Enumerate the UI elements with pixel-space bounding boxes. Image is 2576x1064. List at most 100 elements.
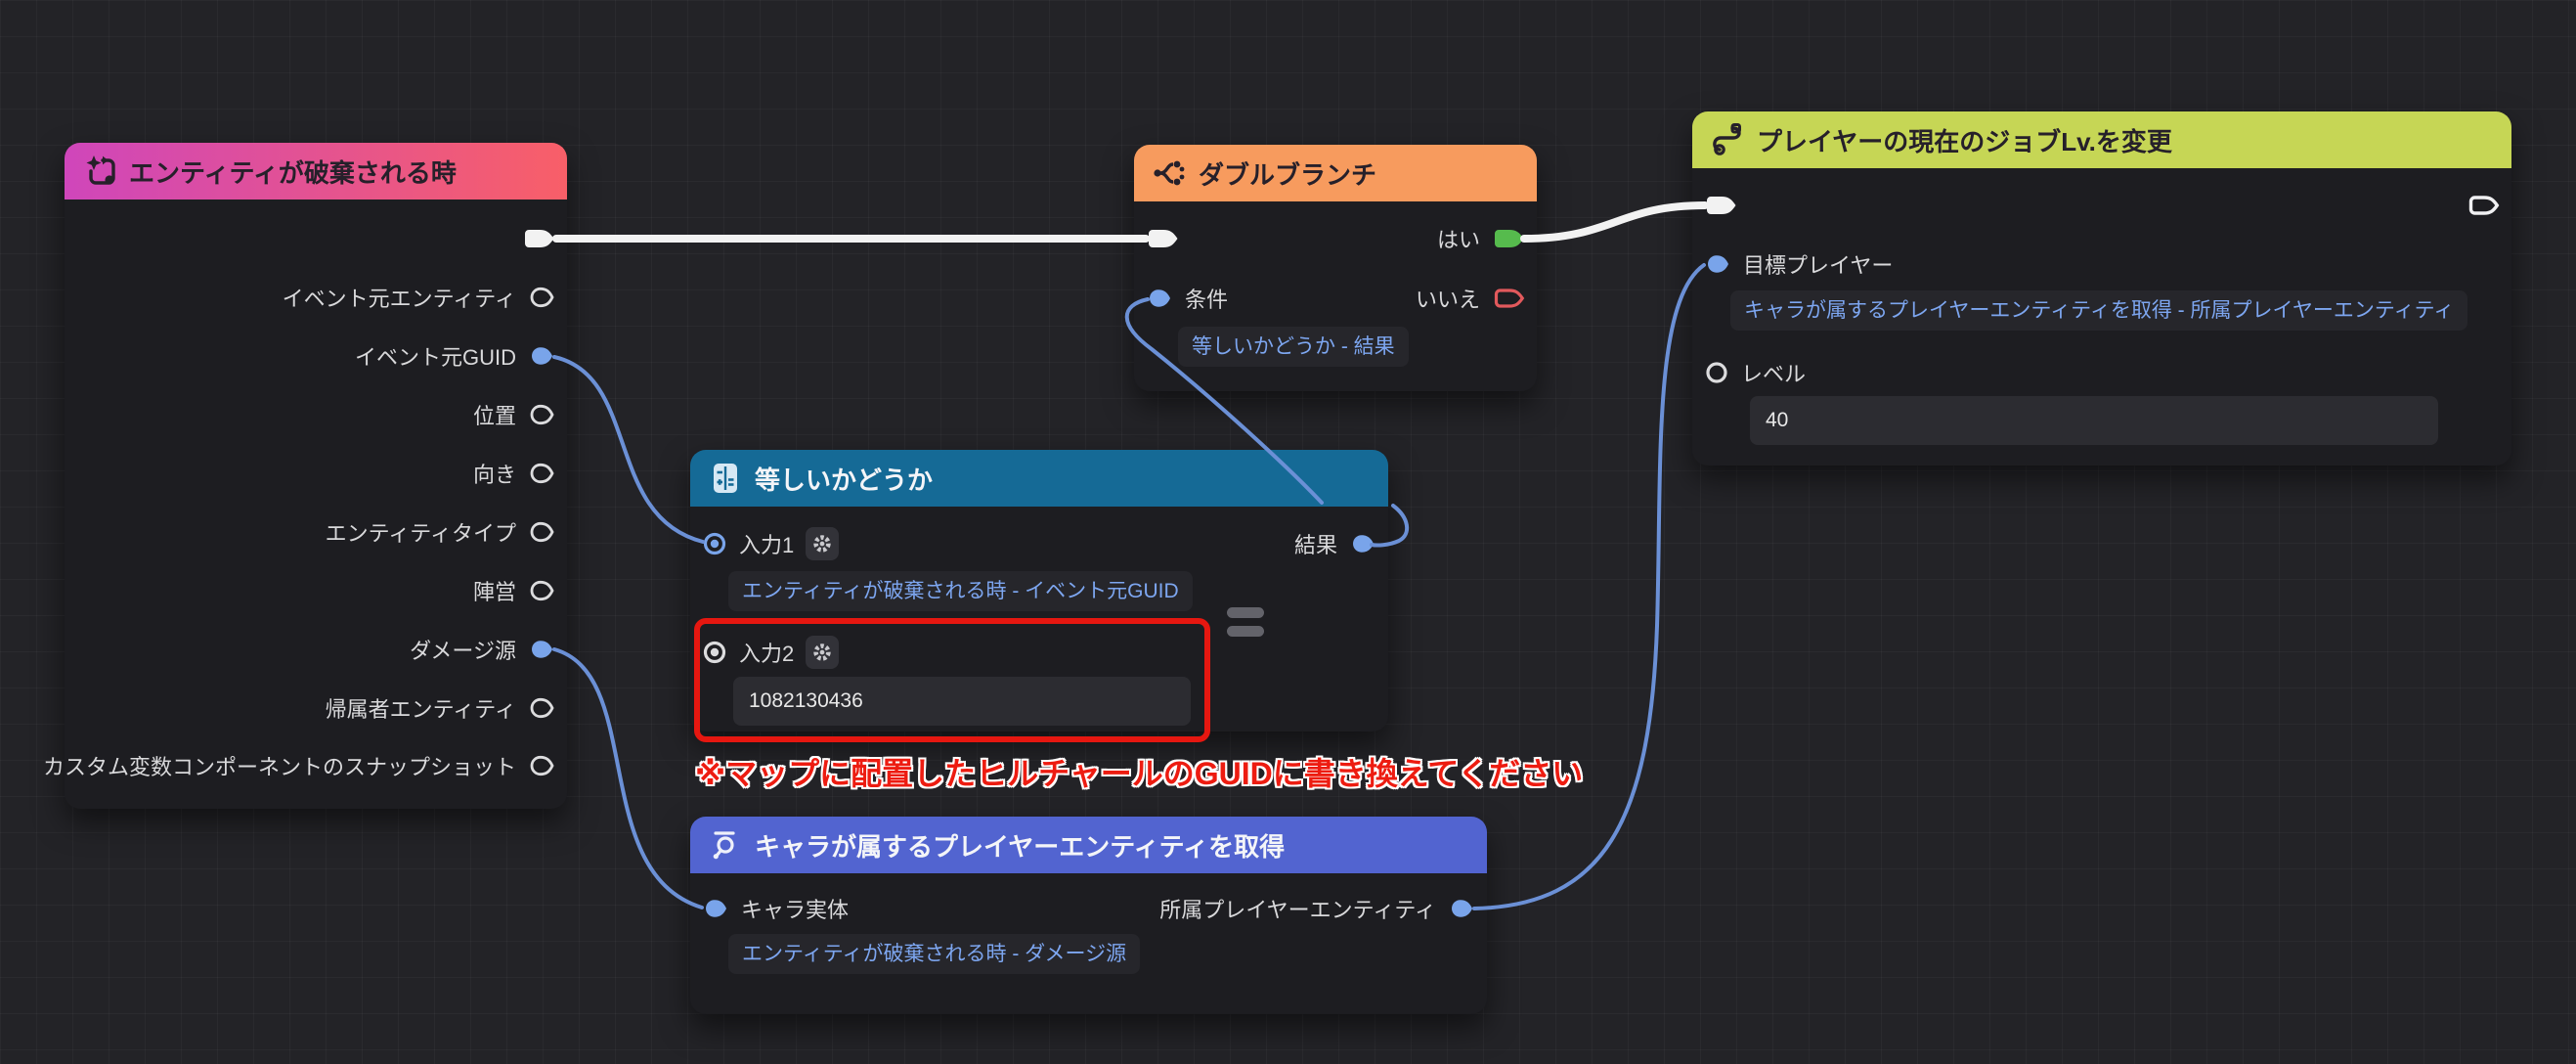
exec-out-no-port[interactable] <box>1492 287 1525 310</box>
node-change-job-level[interactable]: プレイヤーの現在のジョブLv.を変更 目標プレイヤー キャラが属するプレイヤーエ… <box>1692 111 2511 466</box>
wire-exec-yes-to-change-job[interactable] <box>1520 201 1709 243</box>
annotation-text: ※マップに配置したヒルチャールのGUIDに書き換えてください <box>695 756 1584 791</box>
input2-settings-button[interactable] <box>806 636 840 669</box>
input2-row: 入力2 <box>702 629 840 676</box>
equals-operator-icon[interactable] <box>1227 607 1264 618</box>
input2-label: 入力2 <box>739 642 795 666</box>
exec-in-row <box>1704 182 1737 229</box>
node-title: エンティティが破棄される時 <box>129 157 457 188</box>
output-row: エンティティタイプ <box>326 509 555 555</box>
target-player-port[interactable] <box>1704 252 1731 276</box>
input2-port[interactable] <box>702 640 727 665</box>
output-row: 向き <box>473 450 555 497</box>
exec-out-port[interactable] <box>2467 194 2500 217</box>
input1-port[interactable] <box>702 531 727 556</box>
level-row: レベル <box>1704 349 1806 396</box>
port-label: イベント元エンティティ <box>282 287 516 311</box>
exec-out-port[interactable] <box>522 227 555 250</box>
no-label: いいえ <box>1415 288 1480 312</box>
yes-branch-row: はい <box>1437 215 1525 262</box>
condition-source-chip[interactable]: 等しいかどうか - 結果 <box>1178 327 1409 367</box>
data-port-connected[interactable] <box>528 344 555 368</box>
node-title: プレイヤーの現在のジョブLv.を変更 <box>1757 126 2172 156</box>
level-port[interactable] <box>1704 361 1729 384</box>
equals-operator-icon[interactable] <box>1227 626 1264 637</box>
no-branch-row: いいえ <box>1416 275 1525 322</box>
chara-entity-row: キャラ実体 <box>702 885 849 932</box>
target-player-label: 目標プレイヤー <box>1743 253 1894 278</box>
gear-icon <box>813 643 831 661</box>
output-row: イベント元GUID <box>355 332 555 379</box>
node-double-branch[interactable]: ダブルブランチ はい 条件 いいえ 等しいかどうか - 結果 <box>1134 145 1537 391</box>
node-title: キャラが属するプレイヤーエンティティを取得 <box>755 831 1286 862</box>
yes-label: はい <box>1436 228 1480 252</box>
node-header[interactable]: キャラが属するプレイヤーエンティティを取得 <box>690 817 1487 873</box>
wire-data-damage-to-chara[interactable] <box>552 647 704 909</box>
wire-data-guid-to-input1[interactable] <box>552 355 705 544</box>
input1-label: 入力1 <box>739 533 795 557</box>
output-row: 帰属者エンティティ <box>326 685 555 732</box>
chara-entity-label: キャラ実体 <box>741 898 850 922</box>
node-header[interactable]: プレイヤーの現在のジョブLv.を変更 <box>1692 111 2511 168</box>
data-port-empty[interactable] <box>528 462 555 485</box>
condition-row: 条件 <box>1146 275 1228 322</box>
data-port-connected[interactable] <box>528 638 555 661</box>
node-header[interactable]: エンティティが破棄される時 <box>65 143 567 200</box>
owning-player-port[interactable] <box>1448 897 1475 920</box>
condition-port[interactable] <box>1146 287 1173 310</box>
port-label: エンティティタイプ <box>325 521 516 546</box>
highlight-box-input2 <box>694 618 1210 742</box>
data-port-empty[interactable] <box>528 579 555 602</box>
port-label: 陣営 <box>472 580 516 604</box>
result-label: 結果 <box>1293 533 1337 557</box>
result-row: 結果 <box>1294 520 1376 567</box>
node-header[interactable]: ダブルブランチ <box>1134 145 1537 201</box>
exec-out-row <box>2467 182 2500 229</box>
exec-out-yes-port[interactable] <box>1492 227 1525 250</box>
search-entity-icon <box>713 831 735 860</box>
level-field[interactable] <box>1750 396 2438 445</box>
exec-in-port[interactable] <box>1704 194 1737 217</box>
node-title: 等しいかどうか <box>755 465 934 495</box>
level-label: レベル <box>1741 362 1807 386</box>
chara-source-chip[interactable]: エンティティが破棄される時 - ダメージ源 <box>728 934 1141 974</box>
condition-label: 条件 <box>1185 288 1229 312</box>
result-port[interactable] <box>1349 532 1376 555</box>
exec-out-row <box>522 215 555 262</box>
output-row: ダメージ源 <box>410 626 555 673</box>
data-port-empty[interactable] <box>528 286 555 309</box>
output-row: カスタム変数コンポーネントのスナップショット <box>43 742 555 789</box>
exec-in-port[interactable] <box>1146 227 1179 250</box>
node-title: ダブルブランチ <box>1199 159 1377 190</box>
branch-icon <box>1154 160 1185 186</box>
node-entity-destroyed-event[interactable]: エンティティが破棄される時 イベント元エンティティ イベント元GUID 位置 <box>43 143 567 809</box>
port-label: カスタム変数コンポーネントのスナップショット <box>42 755 516 779</box>
output-row: 陣営 <box>473 567 555 614</box>
target-player-source-chip[interactable]: キャラが属するプレイヤーエンティティを取得 - 所属プレイヤーエンティティ <box>1730 290 2468 331</box>
owning-player-row: 所属プレイヤーエンティティ <box>1159 885 1475 932</box>
data-port-empty[interactable] <box>528 520 555 544</box>
node-get-owning-player[interactable]: キャラが属するプレイヤーエンティティを取得 キャラ実体 所属プレイヤーエンティテ… <box>690 817 1487 1014</box>
port-label: イベント元GUID <box>354 345 516 370</box>
calculator-icon <box>714 464 737 493</box>
data-port-empty[interactable] <box>528 403 555 426</box>
owning-player-label: 所属プレイヤーエンティティ <box>1159 898 1436 922</box>
data-port-empty[interactable] <box>528 696 555 720</box>
route-icon <box>1713 123 1741 155</box>
port-label: 向き <box>472 463 516 487</box>
port-label: 位置 <box>472 404 516 428</box>
event-trigger-icon <box>86 155 115 185</box>
node-header[interactable]: 等しいかどうか <box>690 450 1388 507</box>
output-row: イベント元エンティティ <box>283 274 555 321</box>
port-label: ダメージ源 <box>410 639 516 663</box>
target-player-row: 目標プレイヤー <box>1704 241 1893 288</box>
input2-field[interactable] <box>733 677 1191 726</box>
chara-entity-port[interactable] <box>702 897 729 920</box>
gear-icon <box>813 535 831 553</box>
input1-source-chip[interactable]: エンティティが破棄される時 - イベント元GUID <box>728 571 1193 611</box>
input1-settings-button[interactable] <box>806 527 840 560</box>
output-row: 位置 <box>473 391 555 438</box>
data-port-empty[interactable] <box>528 754 555 777</box>
exec-in-row <box>1146 215 1179 262</box>
